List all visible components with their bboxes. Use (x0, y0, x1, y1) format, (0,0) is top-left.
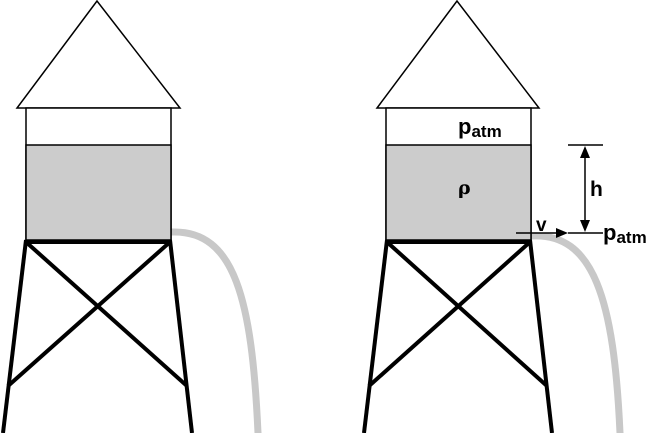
right-tower (362, 0, 624, 433)
left-legs (1, 239, 194, 433)
height-arrow-up-icon (580, 146, 590, 158)
tank-pressure-label: patm (458, 114, 502, 141)
left-water (25, 144, 172, 241)
height-label: h (590, 178, 603, 201)
velocity-arrow-head-icon (556, 228, 568, 238)
left-water-stream (168, 228, 262, 433)
tank-pressure-subscript: atm (471, 122, 501, 141)
right-roof (375, 0, 541, 109)
right-water-stream (527, 232, 624, 433)
height-dimension (568, 144, 603, 234)
left-roof (15, 0, 182, 109)
outlet-pressure-symbol: p (603, 220, 616, 245)
height-arrow-down-icon (580, 220, 590, 232)
right-legs (362, 239, 554, 433)
left-tower (1, 0, 262, 433)
density-label: ρ (458, 177, 471, 199)
outlet-pressure-label: patm (603, 220, 647, 247)
velocity-label: v (536, 215, 547, 236)
tank-pressure-symbol: p (458, 114, 471, 139)
outlet-pressure-subscript: atm (616, 228, 646, 247)
